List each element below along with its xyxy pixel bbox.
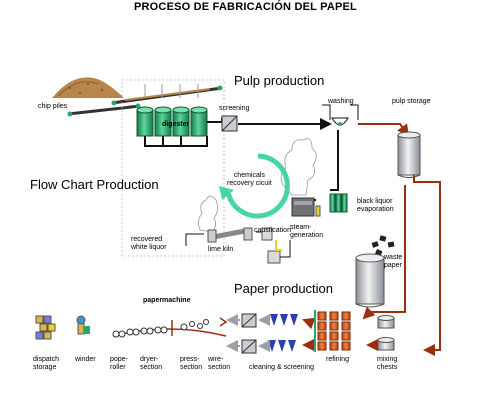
label-press-section-line1: press- — [180, 356, 200, 363]
label-winder: winder — [75, 356, 96, 363]
label-recovered-white-liquor-line1: recovered — [131, 236, 163, 243]
label-mixing-chests-line1: mixing — [377, 356, 398, 363]
label-press-section-line2: section — [180, 364, 203, 372]
recovery-cycle-arrow — [219, 153, 290, 219]
waste-paper-bales — [371, 235, 395, 256]
label-pope-roller-line2: roller — [110, 364, 126, 372]
label-waste-paper: waste paper — [384, 254, 402, 270]
evaporator-tanks — [329, 193, 348, 213]
washing-unit — [322, 104, 359, 126]
section-pulp-production: Pulp production — [234, 73, 325, 88]
label-screening: screening — [219, 105, 250, 112]
label-mixing-chests-line2: chests — [377, 364, 398, 372]
winder — [76, 315, 90, 335]
waste-paper-tank — [355, 253, 385, 308]
label-wire-section-line1: wire- — [208, 356, 224, 363]
label-refining: refining — [326, 356, 349, 363]
label-chip-piles: chip piles — [38, 103, 68, 110]
label-caustication: caustication — [254, 227, 291, 234]
label-wire-section: wire- section — [208, 356, 230, 372]
label-dryer-section-line2: section — [140, 364, 163, 372]
chip-pile — [52, 77, 124, 98]
diagram-title: PROCESO DE FABRICACIÓN DEL PAPEL — [134, 1, 357, 13]
digester-feed-arrows — [144, 84, 199, 98]
label-pope-roller-line1: pope- — [110, 356, 128, 363]
label-black-liquor-line2: evaporation — [357, 206, 394, 214]
label-waste-paper-line2: paper — [384, 262, 402, 270]
lime-kiln-unit — [207, 227, 282, 264]
label-chemicals-recovery-line2: recovery cicuit — [227, 180, 272, 188]
label-pope-roller: pope- roller — [110, 356, 128, 372]
screening-unit — [221, 115, 238, 132]
label-black-liquor-line1: black liquor — [357, 198, 393, 205]
label-papermachine: papermachine — [143, 297, 191, 304]
label-dispatch-storage: dispatch storage — [33, 356, 59, 372]
stock-pipes — [226, 314, 270, 352]
label-dryer-section-line1: dryer- — [140, 356, 159, 363]
label-steam-generation: steam- generation — [290, 224, 323, 240]
label-washing: washing — [328, 98, 354, 105]
chip-conveyor — [67, 85, 223, 117]
label-steam-generation-line2: generation — [290, 232, 324, 240]
label-pulp-storage: pulp storage — [392, 98, 431, 105]
pulp-area-frame — [121, 79, 225, 257]
label-black-liquor-evaporation: black liquor evaporation — [357, 198, 394, 214]
section-paper-production: Paper production — [234, 281, 334, 296]
label-press-section: press- section — [180, 356, 202, 372]
label-mixing-chests: mixing chests — [377, 356, 397, 372]
label-dryer-section: dryer- section — [140, 356, 162, 372]
label-lime-kiln: lime kiln — [208, 246, 234, 253]
mixing-chests — [377, 315, 395, 351]
label-waste-paper-line1: waste — [384, 254, 403, 261]
label-wire-section-line2: section — [208, 364, 231, 372]
steam-clouds — [198, 138, 317, 233]
label-dispatch-storage-line1: dispatch — [33, 356, 60, 363]
refiner-blocks — [314, 310, 351, 352]
recovery-pipes — [185, 231, 291, 258]
cleaner-cones — [268, 314, 298, 352]
label-steam-generation-line1: steam- — [290, 224, 312, 231]
papermachine — [112, 317, 228, 338]
label-digester: digester — [162, 121, 190, 128]
section-flow-chart-production: Flow Chart Production — [30, 177, 159, 192]
label-cleaning-screening: cleaning & screening — [249, 364, 314, 371]
label-chemicals-recovery-line1: chemicals — [233, 172, 265, 179]
dispatch-storage-rolls — [35, 315, 56, 340]
label-chemicals-recovery: chemicals recovery cicuit — [227, 172, 272, 188]
pulp-line — [302, 123, 441, 356]
label-recovered-white-liquor-line2: white liquor — [131, 244, 167, 252]
label-recovered-white-liquor: recovered white liquor — [131, 236, 166, 252]
label-dispatch-storage-line2: storage — [33, 364, 57, 372]
steam-generation-unit — [291, 197, 321, 217]
pulp-storage-tank — [397, 131, 421, 178]
headbox-screens — [241, 313, 257, 354]
